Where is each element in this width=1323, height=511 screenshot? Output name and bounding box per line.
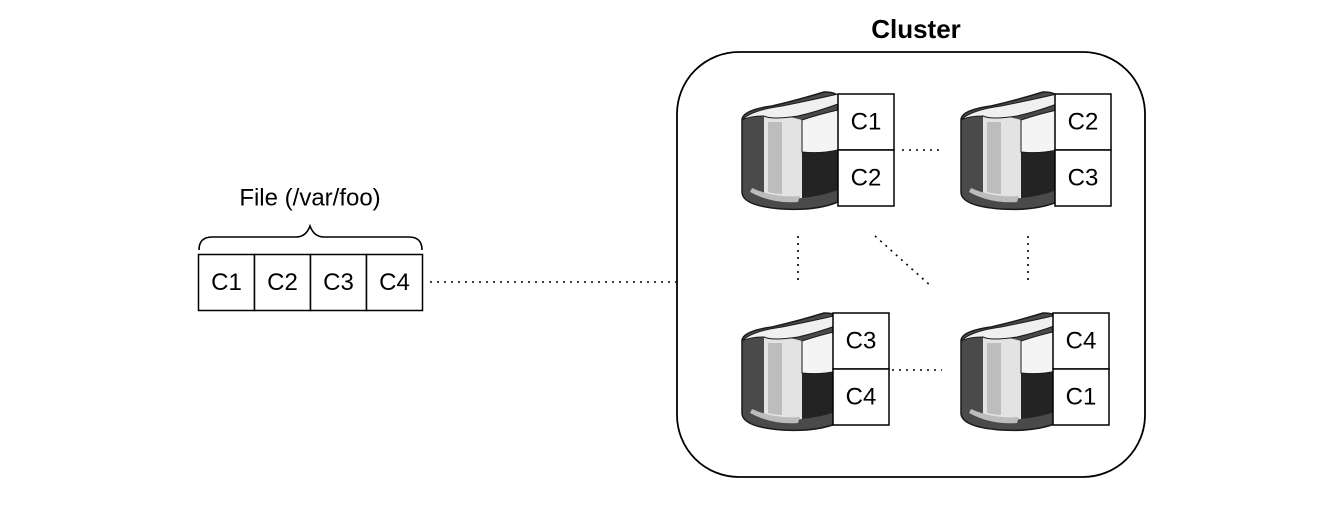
node-chunk-label: C4	[846, 384, 877, 411]
disk-icon	[960, 312, 1058, 432]
disk-icon	[741, 312, 839, 432]
node-link	[874, 235, 933, 288]
file-chunk-label: C2	[267, 269, 298, 296]
storage-node-top-right: C2 C3	[960, 91, 1112, 211]
node-chunk-label: C3	[1068, 165, 1099, 192]
cluster-boundary	[676, 51, 1146, 478]
node-chunk-box	[1052, 312, 1110, 370]
node-chunk-box	[1054, 149, 1112, 207]
file-chunk-box	[309, 253, 368, 312]
file-chunk-label: C3	[323, 269, 354, 296]
node-chunk-label: C2	[851, 165, 882, 192]
file-brace	[198, 223, 423, 251]
node-chunk-label: C1	[851, 109, 882, 136]
node-chunk-box	[832, 368, 890, 426]
node-chunk-box	[1052, 368, 1110, 426]
cluster-title: Cluster	[871, 14, 961, 44]
file-chunks: C1 C2 C3 C4	[197, 253, 424, 312]
file-chunk-box	[253, 253, 312, 312]
file-chunk-label: C1	[211, 269, 242, 296]
node-chunk-label: C3	[846, 328, 877, 355]
cluster: Cluster C1 C2 C2 C3 C3	[676, 14, 1146, 478]
node-chunk-box	[837, 149, 895, 207]
node-chunk-box	[1054, 93, 1112, 151]
storage-node-top-left: C1 C2	[741, 91, 895, 211]
storage-node-bottom-left: C3 C4	[741, 312, 890, 432]
file-chunk-box	[365, 253, 424, 312]
node-chunk-label: C1	[1066, 384, 1097, 411]
file-chunk-label: C4	[379, 269, 410, 296]
disk-icon	[960, 91, 1058, 211]
file-label: File (/var/foo)	[239, 185, 380, 212]
file-chunk-box	[197, 253, 256, 312]
node-chunk-label: C2	[1068, 109, 1099, 136]
disk-icon	[741, 91, 839, 211]
file-group: File (/var/foo) C1 C2 C3 C4	[197, 185, 424, 312]
node-chunk-box	[832, 312, 890, 370]
storage-node-bottom-right: C4 C1	[960, 312, 1110, 432]
node-chunk-label: C4	[1066, 328, 1097, 355]
